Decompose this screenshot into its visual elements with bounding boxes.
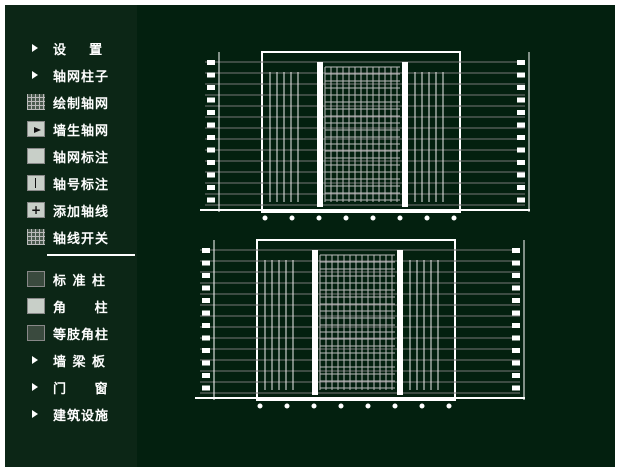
corner-column-icon [27,298,45,314]
triangle-right-icon [32,410,38,418]
menu-item-equal-leg-column[interactable]: 等肢角柱 [5,321,137,345]
menu-item-add-axis[interactable]: + 添加轴线 [5,198,137,222]
menu-item-wall-beam-slab[interactable]: 墙 梁 板 [5,348,137,372]
menu-label: 轴网标注 [53,150,110,166]
wall-axis-icon [27,121,45,137]
triangle-right-icon [32,44,38,52]
menu-label: 建筑设施 [53,408,110,424]
add-axis-icon: + [27,202,45,218]
menu-item-draw-axis[interactable]: 绘制轴网 [5,90,137,114]
axis-number-icon [27,175,45,191]
menu-label: 角 柱 [53,300,109,316]
menu-divider [47,254,135,256]
menu-item-wall-axis[interactable]: 墙生轴网 [5,117,137,141]
menu-label: 门 窗 [53,381,109,397]
menu-item-axis-column[interactable]: 轴网柱子 [5,63,137,87]
menu-item-building-facilities[interactable]: 建筑设施 [5,402,137,426]
menu-item-standard-column[interactable]: 标 准 柱 [5,267,137,291]
menu-item-axis-toggle[interactable]: 轴线开关 [5,225,137,249]
axis-toggle-icon [27,229,45,245]
menu-item-corner-column[interactable]: 角 柱 [5,294,137,318]
menu-label: 等肢角柱 [53,327,110,343]
menu-item-door-window[interactable]: 门 窗 [5,375,137,399]
sidebar-menu: 设 置 轴网柱子 绘制轴网 墙生轴网 轴网标注 轴号标注 +添加轴线 轴线开关 … [5,5,137,467]
menu-item-axis-number[interactable]: 轴号标注 [5,171,137,195]
menu-item-axis-dimension[interactable]: 轴网标注 [5,144,137,168]
elevation-drawing-bottom [195,239,525,409]
menu-label: 轴网柱子 [53,69,110,85]
menu-label: 轴线开关 [53,231,110,247]
menu-label: 标 准 柱 [53,273,107,289]
app-window: 设 置 轴网柱子 绘制轴网 墙生轴网 轴网标注 轴号标注 +添加轴线 轴线开关 … [5,5,615,467]
menu-label: 设 置 [53,42,104,58]
equal-leg-column-icon [27,325,45,341]
triangle-right-icon [32,71,38,79]
cad-drawing-canvas[interactable] [145,5,615,467]
standard-column-icon [27,271,45,287]
triangle-right-icon [32,356,38,364]
triangle-right-icon [32,383,38,391]
axis-dimension-icon [27,148,45,164]
menu-label: 墙生轴网 [53,123,110,139]
menu-label: 轴号标注 [53,177,110,193]
menu-label: 墙 梁 板 [53,354,107,370]
grid-icon [27,94,45,110]
menu-label: 添加轴线 [53,204,110,220]
menu-item-settings[interactable]: 设 置 [5,36,137,60]
menu-label: 绘制轴网 [53,96,110,112]
elevation-drawing-top [200,51,530,221]
